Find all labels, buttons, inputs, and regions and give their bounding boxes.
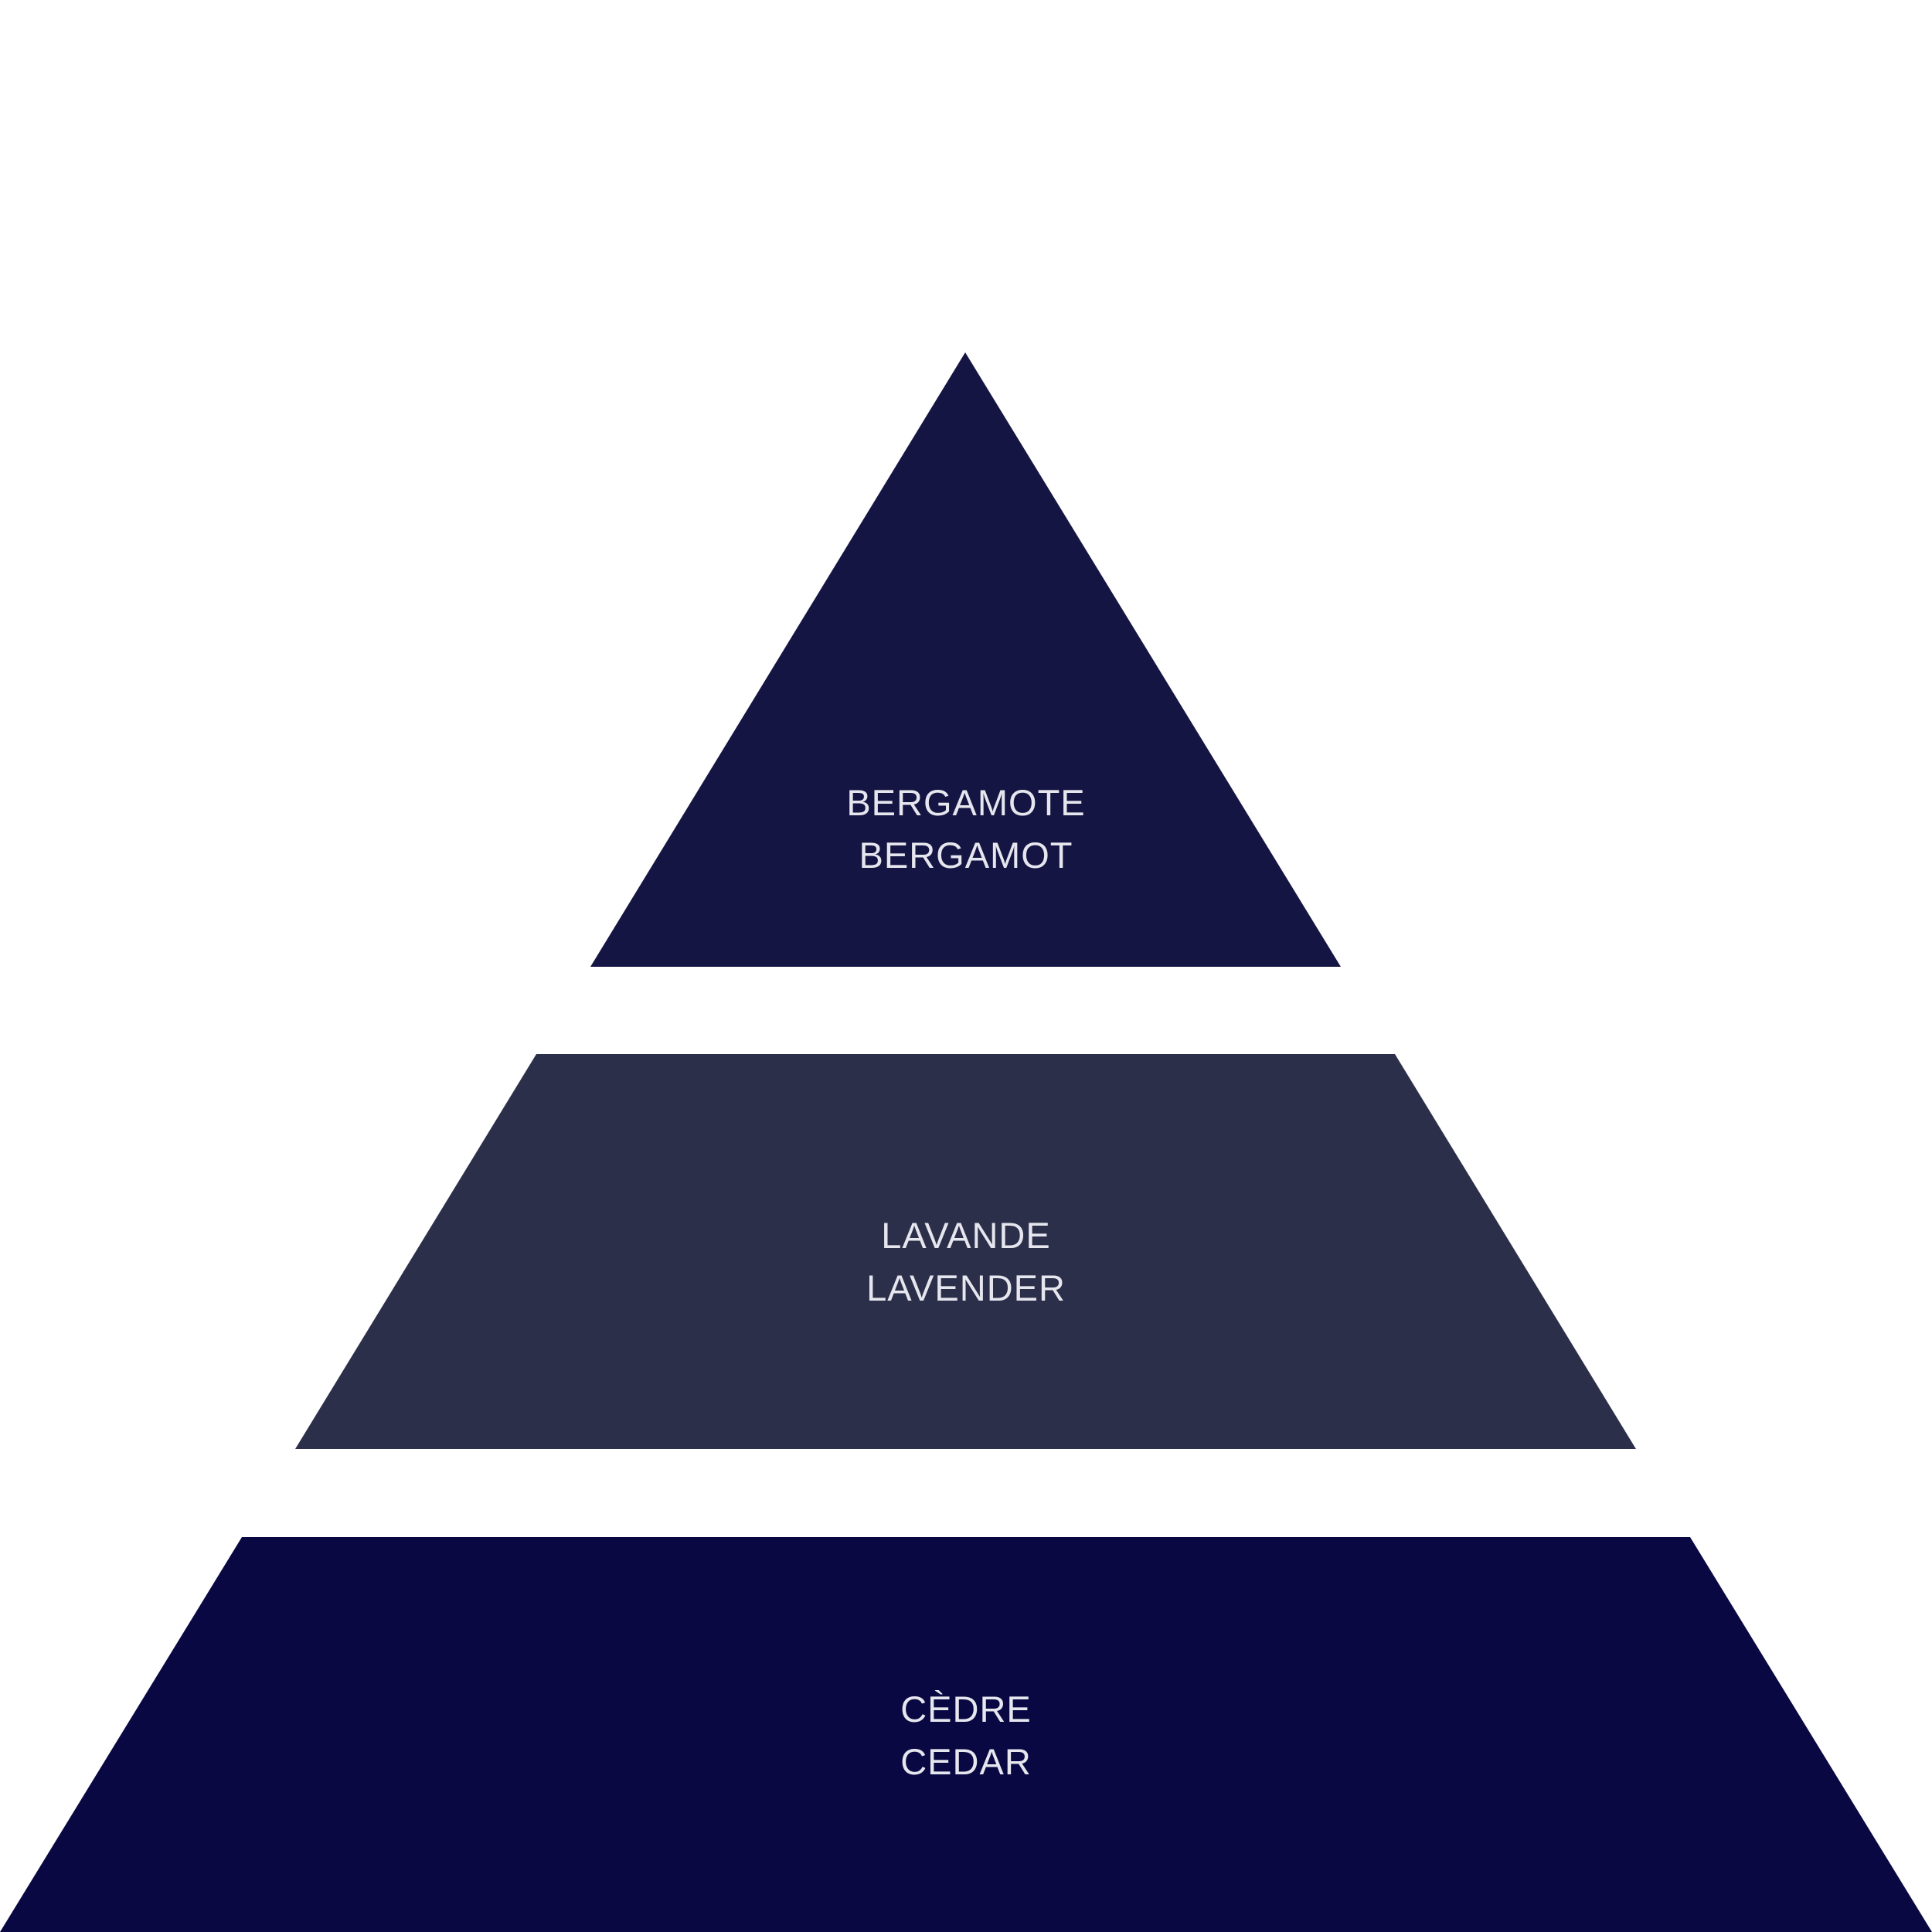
tier-top-english: BERGAMOT xyxy=(859,835,1073,876)
tier-top-label: BERGAMOTE BERGAMOT xyxy=(0,777,1932,882)
tier-middle-shape xyxy=(295,1054,1636,1449)
tier-bottom-shape xyxy=(0,1537,1932,1932)
tier-bottom-french: CÈDRE xyxy=(900,1689,1032,1730)
tier-middle-label: LAVANDE LAVENDER xyxy=(0,1209,1932,1315)
tier-top-french: BERGAMOTE xyxy=(846,782,1086,823)
tier-top-shape xyxy=(590,352,1341,967)
tier-bottom-label: CÈDRE CEDAR xyxy=(0,1683,1932,1788)
tier-middle-french: LAVANDE xyxy=(881,1215,1051,1256)
tier-bottom-english: CEDAR xyxy=(900,1741,1032,1782)
tier-middle-english: LAVENDER xyxy=(866,1267,1066,1308)
